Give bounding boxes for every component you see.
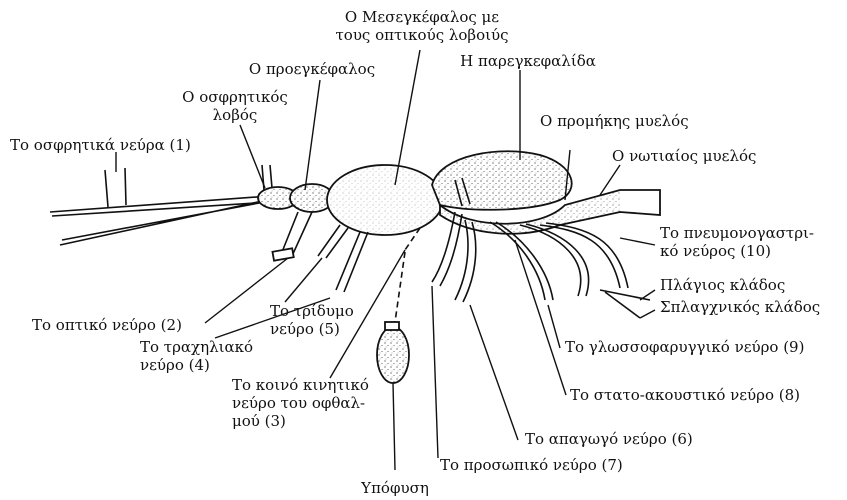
olfactory-nerves-shape [50,168,290,245]
label-olfactory-lobe-1: Ο οσφρητικός [182,88,288,106]
label-olfactory-lobe-2: λοβός [213,106,258,124]
label-forebrain: Ο προεγκέφαλος [249,60,375,78]
label-medulla: Ο προμήκης μυελός [540,112,689,130]
optic-nerve-shape [272,212,312,261]
label-lateral-branch: Πλάγιος κλάδος [660,276,785,294]
label-oculomotor-3: μού (3) [232,412,286,430]
label-spinal-cord: Ο νωτιαίος μυελός [612,147,756,165]
label-trigeminal-2: νεύρο (5) [270,320,340,338]
label-trochlear-1: Το τραχηλιακό [140,338,253,356]
label-midbrain-1: Ο Μεσεγκέφαλος με [345,8,499,26]
midbrain-shape [327,165,443,235]
label-trochlear-2: νεύρο (4) [140,356,210,374]
label-midbrain-2: τους οπτικούς λοβοιύς [335,26,508,44]
label-visceral-branch: Σπλαγχνικός κλάδος [660,298,820,316]
label-olfactory-nerves: Το οσφρητικά νεύρα (1) [10,136,191,154]
label-cerebellum: Η παρεγκεφαλίδα [460,52,596,70]
label-acoustic: Το στατο-ακουστικό νεύρο (8) [570,386,800,404]
label-glossopharyngeal: Το γλωσσοφαρυγγικό νεύρο (9) [565,338,804,356]
label-trigeminal-1: Το τρίδυμο [270,302,354,320]
cerebellum-shape [432,151,572,209]
label-optic-nerve: Το οπτικό νεύρο (2) [32,316,182,334]
label-facial: Το προσωπικό νεύρο (7) [440,456,623,474]
label-vagus-2: κό νεύρος (10) [660,242,771,260]
label-vagus-1: Το πνευμονογαστρι- [660,224,814,242]
label-oculomotor-1: Το κοινό κινητικό [232,376,369,394]
label-oculomotor-2: νεύρο του οφθαλ- [232,394,365,412]
label-pituitary: Υπόφυση [360,479,429,497]
label-abducens: Το απαγωγό νεύρο (6) [525,430,693,448]
